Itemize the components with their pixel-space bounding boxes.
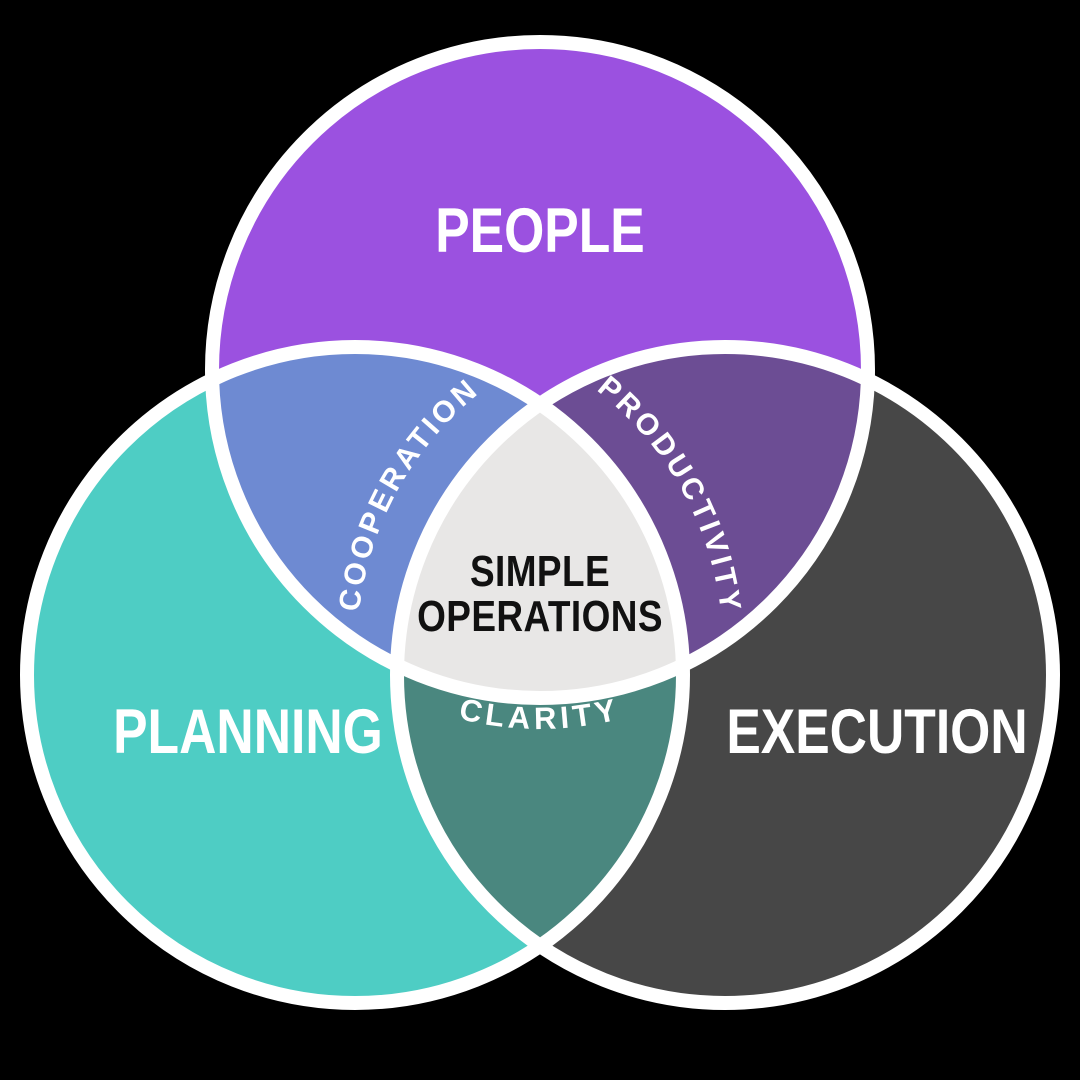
outline-execution-circle bbox=[390, 340, 1060, 1010]
venn-outlines bbox=[20, 35, 1060, 1010]
label-execution: EXECUTION bbox=[726, 697, 1027, 767]
outline-planning-circle bbox=[20, 340, 690, 1010]
label-simple-operations: SIMPLE OPERATIONS bbox=[417, 546, 663, 641]
outline-people-circle bbox=[205, 35, 875, 705]
venn-regions bbox=[27, 42, 1053, 1003]
center-label-line2: OPERATIONS bbox=[417, 591, 663, 641]
label-planning: PLANNING bbox=[113, 697, 383, 767]
center-label-line1: SIMPLE bbox=[470, 546, 610, 596]
region-center-simple-operations[interactable] bbox=[397, 347, 1053, 1003]
label-people: PEOPLE bbox=[435, 196, 645, 266]
